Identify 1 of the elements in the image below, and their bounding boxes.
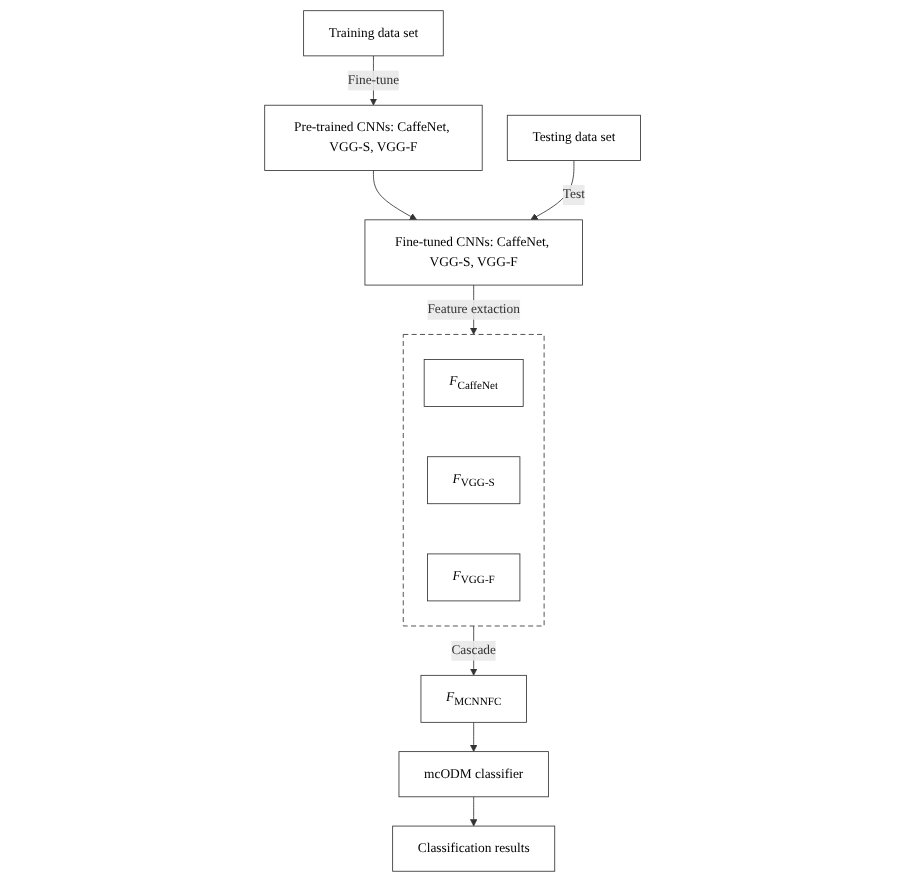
cluster (402, 334, 544, 627)
